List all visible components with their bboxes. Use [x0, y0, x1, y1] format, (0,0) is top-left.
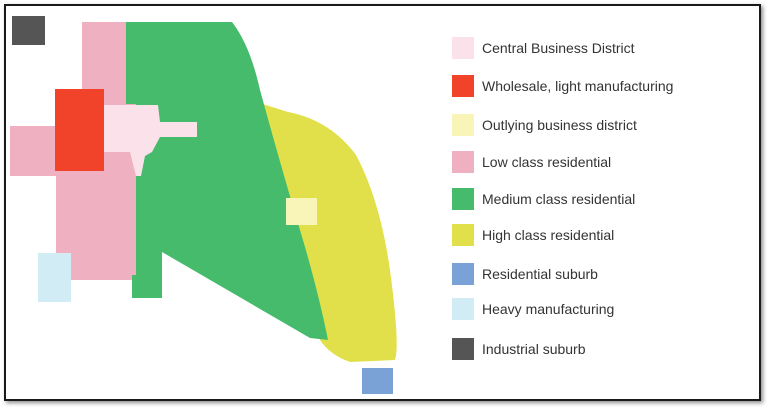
- legend-swatch-wholesale: [452, 75, 474, 97]
- legend-item-wholesale: Wholesale, light manufacturing: [452, 74, 673, 98]
- legend-swatch-industrial: [452, 338, 474, 360]
- legend-label: Central Business District: [482, 40, 635, 56]
- legend-item-cbd: Central Business District: [452, 36, 635, 60]
- legend-label: Heavy manufacturing: [482, 301, 615, 317]
- legend-label: Residential suburb: [482, 266, 598, 282]
- legend-label: High class residential: [482, 227, 615, 243]
- zone-residential-suburb: [362, 368, 393, 394]
- zone-heavy-manufacturing: [38, 253, 71, 302]
- legend-item-suburb: Residential suburb: [452, 262, 598, 286]
- zone-industrial-suburb: [12, 16, 45, 45]
- legend-item-high: High class residential: [452, 223, 614, 247]
- legend-item-medium: Medium class residential: [452, 187, 635, 211]
- legend-swatch-cbd: [452, 37, 474, 59]
- zone-high-class-residential: [250, 100, 397, 362]
- legend-swatch-heavy: [452, 298, 474, 320]
- legend-swatch-outlying: [452, 114, 474, 136]
- legend-label: Industrial suburb: [482, 341, 586, 357]
- legend-label: Wholesale, light manufacturing: [482, 78, 674, 94]
- zone-outlying-business-district: [286, 198, 317, 225]
- legend-item-heavy: Heavy manufacturing: [452, 297, 614, 321]
- legend-label: Medium class residential: [482, 191, 636, 207]
- zone-wholesale: [55, 89, 104, 171]
- zone-medium-class-residential: [126, 22, 328, 340]
- legend-label: Low class residential: [482, 154, 612, 170]
- legend-swatch-medium: [452, 188, 474, 210]
- legend-item-outlying: Outlying business district: [452, 113, 637, 137]
- legend-swatch-low: [452, 151, 474, 173]
- legend-swatch-high: [452, 224, 474, 246]
- legend-item-low: Low class residential: [452, 150, 611, 174]
- legend-label: Outlying business district: [482, 117, 637, 133]
- legend-item-industrial: Industrial suburb: [452, 337, 586, 361]
- legend-swatch-suburb: [452, 263, 474, 285]
- zone-central-business-district: [104, 105, 197, 176]
